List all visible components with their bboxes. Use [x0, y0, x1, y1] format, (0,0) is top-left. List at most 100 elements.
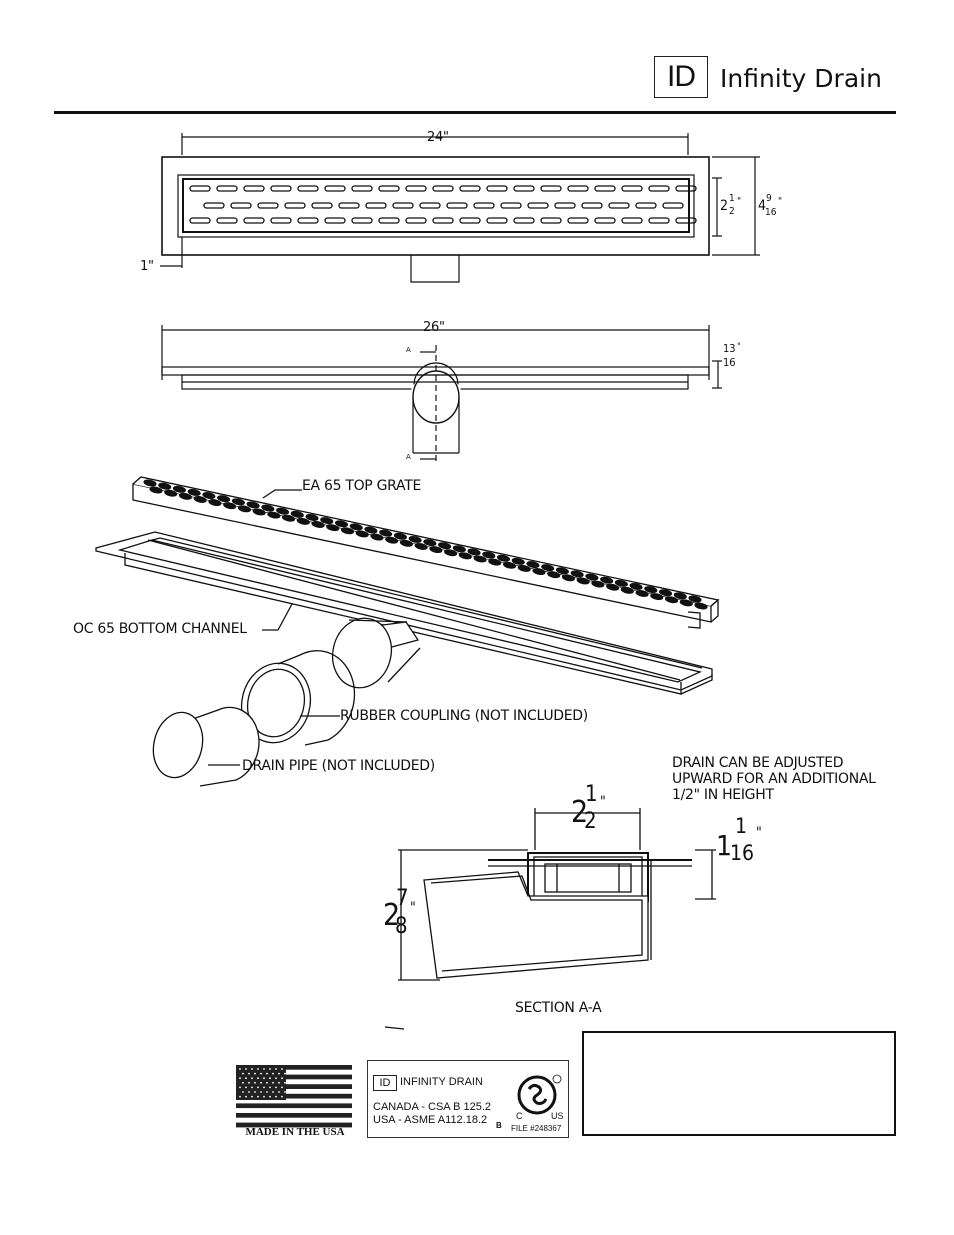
- flag-star: [263, 1068, 265, 1070]
- flag-stripe: [236, 1113, 352, 1118]
- grate-hole: [320, 517, 334, 525]
- drain-pipe-label: DRAIN PIPE (NOT INCLUDED): [242, 758, 435, 774]
- grate-slot: [324, 217, 346, 224]
- grate-hole: [340, 527, 355, 535]
- inner-width-whole: 2: [720, 198, 729, 214]
- grate-hole: [644, 586, 658, 594]
- grate-slot: [540, 217, 562, 224]
- grate-slot: [635, 202, 657, 209]
- grate-slot: [662, 202, 684, 209]
- flag-star: [284, 1072, 286, 1075]
- grate-hole: [178, 492, 193, 500]
- flag-star: [254, 1072, 256, 1075]
- grate-hole: [614, 579, 628, 587]
- flag-stripe: [236, 1103, 352, 1109]
- flag-star: [269, 1068, 271, 1070]
- side-height-den: 16: [723, 356, 736, 369]
- grate-hole: [650, 593, 664, 601]
- exploded-view-drawing: [95, 476, 720, 787]
- section-marker-bottom: A: [406, 453, 411, 461]
- inner-width-num: 1: [729, 193, 735, 204]
- flag-star: [269, 1086, 271, 1089]
- grate-slot: [243, 217, 265, 224]
- grate-hole: [193, 495, 207, 503]
- inner-width-den: 2: [729, 206, 735, 217]
- grate-hole: [673, 592, 687, 600]
- flag-star: [239, 1095, 241, 1098]
- grate-hole: [164, 489, 178, 497]
- section-width-unit: ": [600, 794, 606, 810]
- note-line-2: UPWARD FOR AN ADDITIONAL: [672, 771, 876, 787]
- cert-logo-mark: ID: [373, 1075, 397, 1091]
- section-a-a-drawing: [384, 808, 716, 1030]
- grate-hole: [502, 561, 517, 569]
- grate-slot: [594, 217, 616, 224]
- grate-slot: [378, 185, 400, 192]
- grate-hole: [237, 505, 251, 513]
- grate-slot: [405, 185, 427, 192]
- top-view-drawing: [160, 133, 760, 283]
- empty-info-box: [582, 1031, 896, 1136]
- grate-slot: [419, 202, 441, 209]
- flag-star: [278, 1072, 280, 1075]
- flag-star: [251, 1068, 253, 1070]
- section-height-whole: 1: [716, 829, 733, 862]
- grate-hole: [399, 539, 413, 547]
- grate-slot: [621, 185, 643, 192]
- grate-hole: [414, 542, 428, 550]
- grate-hole: [334, 520, 349, 528]
- bottom-channel-label: OC 65 BOTTOM CHANNEL: [73, 621, 247, 637]
- grate-slot: [567, 185, 589, 192]
- side-view-drawing: [161, 325, 722, 465]
- flag-star: [266, 1081, 268, 1084]
- flag-star: [245, 1068, 247, 1070]
- grate-slot: [297, 217, 319, 224]
- flag-star: [272, 1081, 274, 1084]
- grate-slot: [675, 217, 697, 224]
- grate-hole: [629, 582, 643, 590]
- grate-slot: [257, 202, 279, 209]
- grate-slot: [621, 217, 643, 224]
- section-height-num: 1: [735, 814, 748, 838]
- flag-star: [278, 1081, 280, 1084]
- outer-width-num: 9: [766, 193, 772, 204]
- grate-hole: [591, 580, 605, 588]
- flag-star: [257, 1095, 259, 1098]
- section-depth-den: 8: [395, 914, 408, 939]
- section-depth-whole: 2: [383, 898, 401, 933]
- grate-slot: [648, 185, 670, 192]
- grate-slot: [203, 202, 225, 209]
- flag-stripe: [236, 1079, 352, 1085]
- grate-slot: [243, 185, 265, 192]
- coupling-label: RUBBER COUPLING (NOT INCLUDED): [340, 708, 588, 724]
- grate-hole: [547, 571, 561, 579]
- flag-star: [242, 1072, 244, 1075]
- grate-hole: [202, 492, 216, 500]
- flag-star: [254, 1091, 256, 1093]
- note-line-3: 1/2" IN HEIGHT: [672, 787, 774, 803]
- grate-slot: [311, 202, 333, 209]
- grate-hole: [570, 570, 584, 578]
- grate-hole: [467, 548, 481, 556]
- adjustment-note: DRAIN CAN BE ADJUSTED UPWARD FOR AN ADDI…: [672, 755, 876, 803]
- section-width-whole: 2: [571, 795, 589, 830]
- grate-hole: [606, 583, 620, 591]
- grate-slot: [459, 217, 481, 224]
- grate-hole: [393, 532, 407, 540]
- grate-slot: [675, 185, 697, 192]
- grate-slot: [405, 217, 427, 224]
- grate-hole: [429, 546, 443, 554]
- top-width-label: 24": [427, 130, 449, 145]
- grate-slot: [486, 217, 508, 224]
- flag-star: [257, 1086, 259, 1089]
- flag-star: [263, 1077, 265, 1080]
- grate-hole: [370, 533, 384, 541]
- grate-slot: [189, 185, 211, 192]
- outer-width-den: 16: [765, 207, 777, 218]
- grate-hole: [223, 502, 237, 510]
- top-grate-label: EA 65 TOP GRATE: [302, 478, 421, 494]
- grate-slot: [527, 202, 549, 209]
- certification-badge: ID INFINITY DRAIN CANADA - CSA B 125.2 U…: [367, 1060, 569, 1138]
- flag-star: [275, 1086, 277, 1089]
